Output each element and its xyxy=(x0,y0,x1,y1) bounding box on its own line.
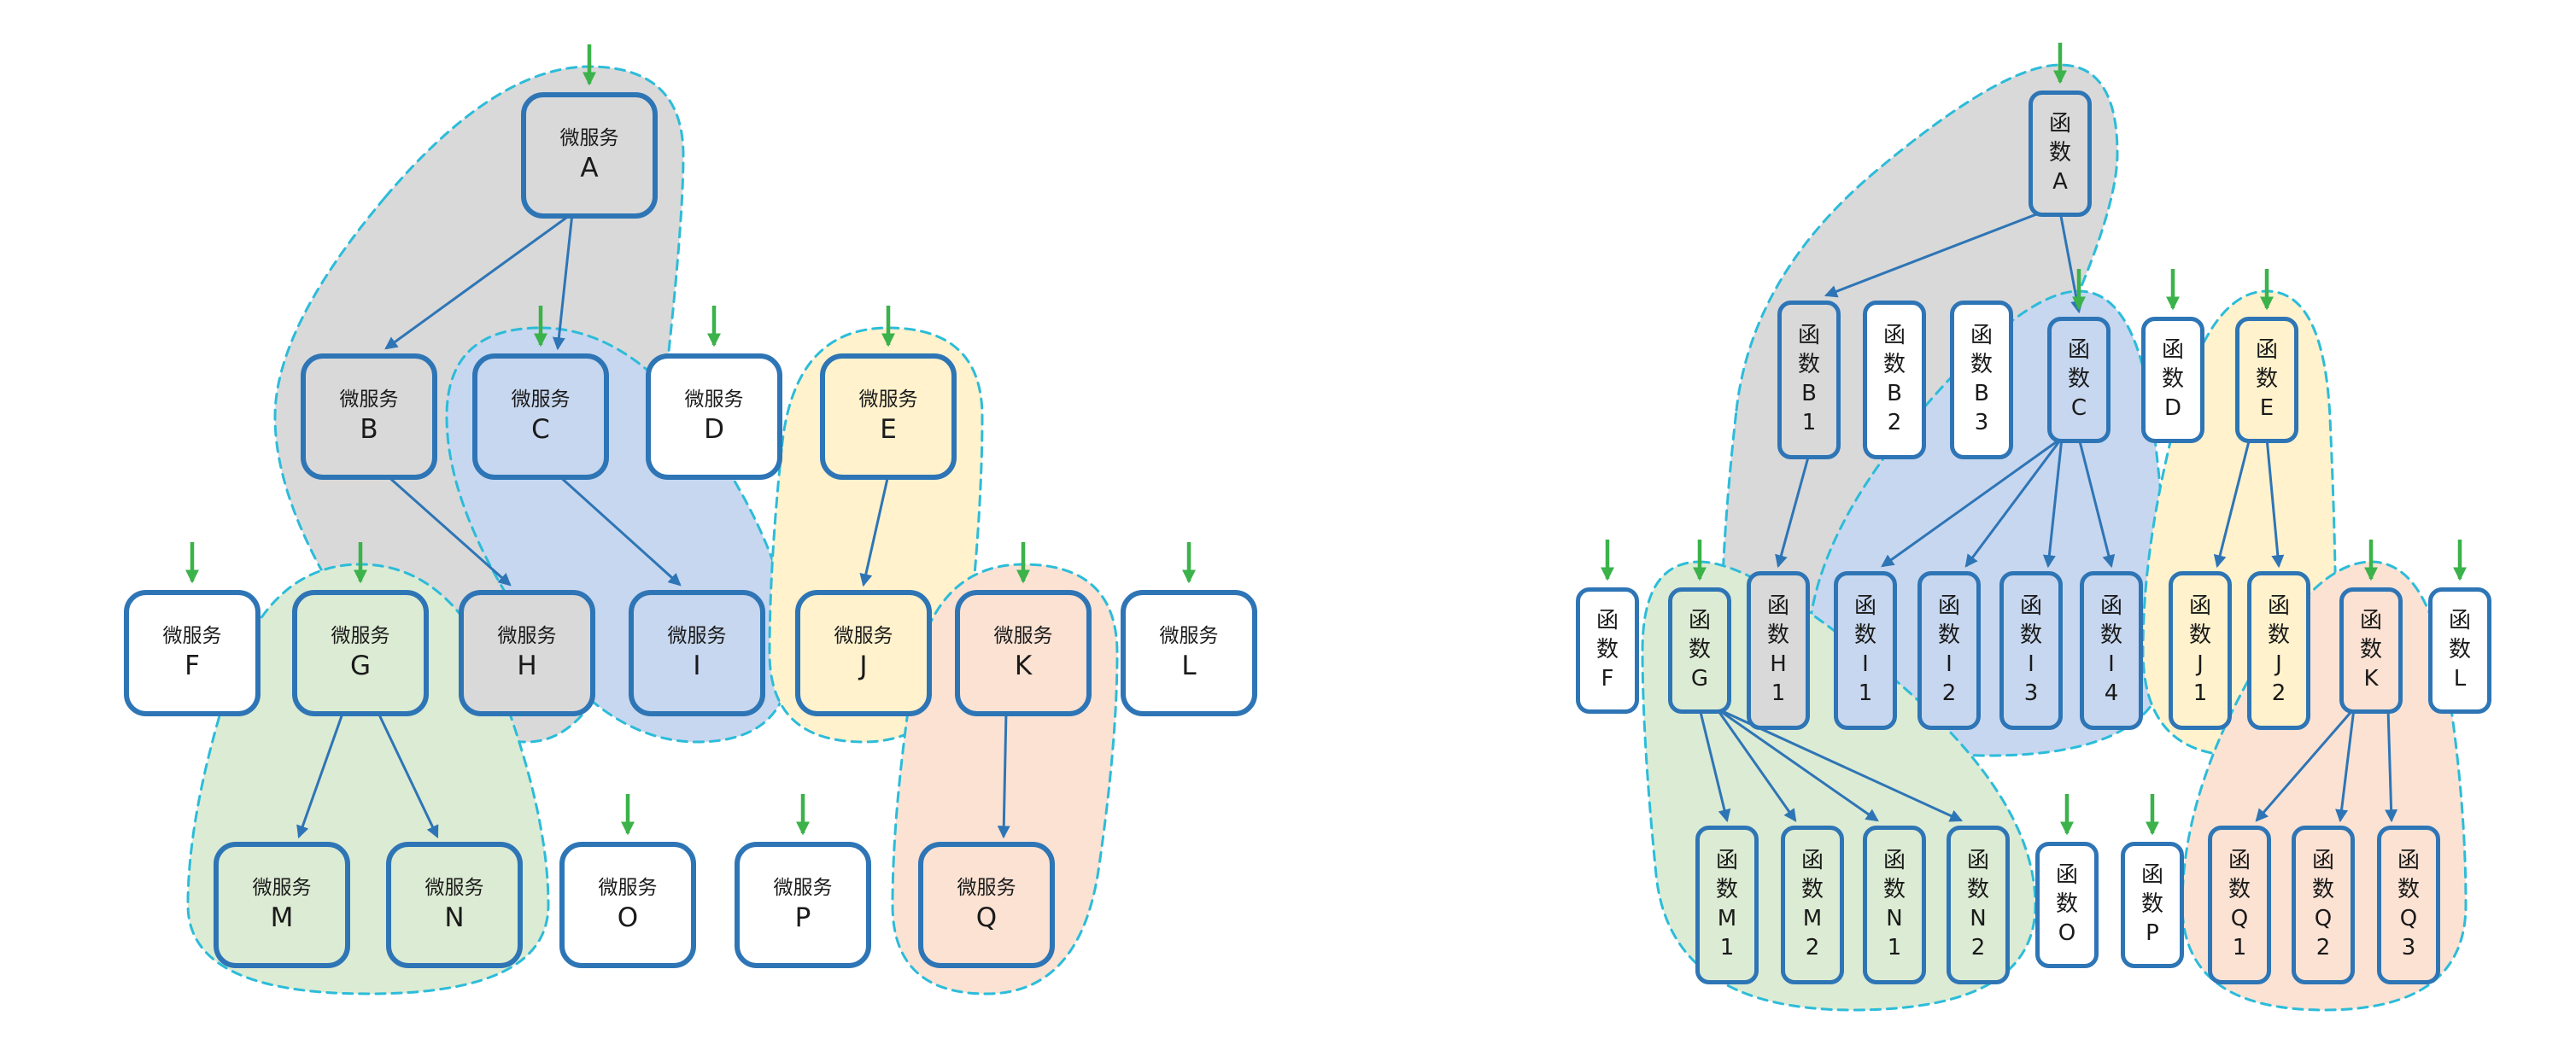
edge-functions-K-Q1 xyxy=(2255,708,2356,822)
edge-functions-G-M2 xyxy=(1715,708,1797,822)
edge-microservices-K-Q xyxy=(997,710,1010,839)
cluster-blobs xyxy=(186,63,2468,1012)
edges-and-entry-arrows xyxy=(185,43,2467,839)
edge-functions-G-M1 xyxy=(1698,708,1731,823)
edge-functions-K-Q3 xyxy=(2385,708,2398,823)
edge-functions-C-I4 xyxy=(2077,437,2116,569)
edge-functions-C-I1 xyxy=(1881,436,2063,568)
edge-functions-K-Q2 xyxy=(2335,708,2356,823)
edge-functions-B1-H1 xyxy=(1775,453,1811,569)
edge-microservices-A-B xyxy=(384,212,573,350)
edge-functions-G-N1 xyxy=(1716,707,1879,822)
edge-functions-E-J1 xyxy=(2213,437,2251,569)
edge-microservices-B-H xyxy=(385,473,512,587)
edge-microservices-C-I xyxy=(556,473,682,587)
edge-microservices-G-N xyxy=(376,710,439,839)
edge-functions-A-C xyxy=(2058,211,2084,314)
edge-microservices-E-J xyxy=(859,474,890,587)
edge-functions-A-B1 xyxy=(1824,210,2044,298)
edge-microservices-A-C xyxy=(552,213,574,351)
edge-functions-C-I3 xyxy=(2042,437,2064,569)
edge-functions-E-J2 xyxy=(2265,437,2285,569)
edge-microservices-G-M xyxy=(296,710,345,839)
edge-functions-C-I2 xyxy=(1964,437,2064,568)
